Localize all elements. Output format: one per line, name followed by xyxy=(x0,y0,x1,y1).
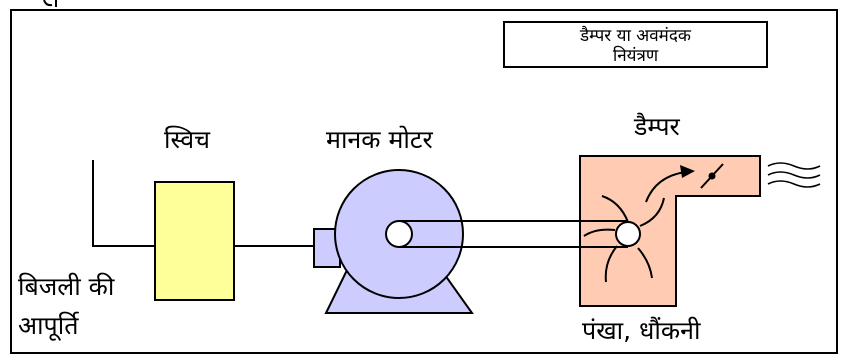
fan-impeller xyxy=(583,195,665,283)
damper-control-box: डैम्पर या अवमंदक नियंत्रण xyxy=(503,21,768,68)
airflow-arrowhead xyxy=(680,165,695,178)
control-label-line1: डैम्पर या अवमंदक xyxy=(580,26,691,46)
control-label-line2: नियंत्रण xyxy=(612,46,659,66)
airflow-arrow xyxy=(645,171,687,203)
motor-label: मानक मोटर xyxy=(326,125,433,154)
damper-blade-icon xyxy=(700,163,724,189)
power-supply-label-line1: बिजली की xyxy=(18,272,115,301)
power-supply-label-line2: आपूर्ति xyxy=(18,311,79,340)
fan-pulley xyxy=(615,221,641,247)
supply-wire xyxy=(92,160,155,247)
motor-pulley xyxy=(385,220,413,248)
fan-housing xyxy=(579,155,761,307)
damper-label: डैम्पर xyxy=(634,112,680,141)
fan-blower-label: पंखा, धौंकनी xyxy=(582,316,701,345)
airflow-waves-icon xyxy=(767,162,821,188)
diagram-frame xyxy=(10,9,838,354)
clipped-title-fragment xyxy=(43,0,57,7)
switch-box xyxy=(154,181,235,301)
switch-label: स्विच xyxy=(164,125,210,154)
